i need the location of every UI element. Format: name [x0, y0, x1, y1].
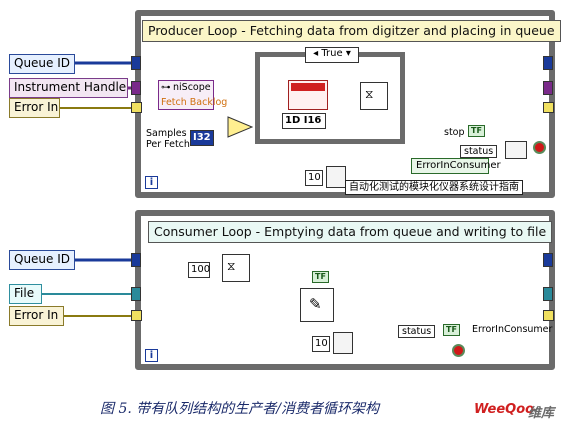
error-shift-register-out-2	[543, 310, 554, 321]
dequeue-icon: ⧖	[227, 259, 236, 273]
case-selector[interactable]: ◂ True ▾	[305, 47, 359, 63]
stop-label: stop	[444, 127, 465, 138]
error-shift-register-1	[131, 102, 142, 113]
stop-true-constant[interactable]: TF	[468, 125, 485, 137]
consumer-loop-title: Consumer Loop - Emptying data from queue…	[148, 221, 553, 243]
queue-id-control-1[interactable]: Queue ID	[9, 54, 75, 74]
status-true-constant[interactable]: TF	[443, 324, 460, 336]
niscope-property-node[interactable]: ⊶ niScope Fetch Backlog	[158, 80, 227, 110]
wait-ms-node-1	[326, 166, 346, 188]
case-selector-dropdown-icon: ▾	[345, 48, 351, 59]
status-label-1: status	[460, 145, 498, 158]
error-in-consumer-indicator-1: ErrorInConsumer	[411, 158, 501, 174]
queue-id-control-2[interactable]: Queue ID	[9, 250, 75, 270]
instrument-tunnel-out	[543, 81, 553, 95]
samples-per-fetch-control[interactable]: I32	[190, 130, 214, 146]
status-label-2: status	[398, 325, 436, 338]
queue-tunnel-2	[131, 253, 141, 267]
dtype-selector[interactable]: 1D I16	[282, 113, 326, 129]
file-control[interactable]: File	[9, 284, 42, 304]
fetch-node-header-icon	[291, 83, 325, 91]
consumer-true-constant[interactable]: TF	[312, 271, 329, 283]
niscope-label: niScope	[173, 82, 211, 93]
brand-logo: WeeQoo 维库	[474, 402, 582, 422]
instrument-handle-control[interactable]: Instrument Handle	[9, 78, 128, 98]
error-in-control-2[interactable]: Error In	[9, 306, 64, 326]
iteration-terminal-2: i	[145, 349, 158, 362]
producer-loop-title: Producer Loop - Fetching data from digit…	[142, 20, 561, 42]
write-to-file-node[interactable]: ✎	[300, 288, 334, 322]
queue-tunnel-1	[131, 56, 141, 70]
write-file-icon: ✎	[309, 295, 322, 313]
enqueue-icon: ⧖	[365, 87, 374, 101]
stop-condition-icon-2[interactable]	[452, 344, 465, 357]
watermark-text: 自动化测试的模块化仪器系统设计指南	[345, 180, 523, 195]
file-tunnel	[131, 287, 141, 301]
brand-logo-text-1: WeeQoo	[474, 402, 535, 417]
queue-tunnel-out-2	[543, 253, 553, 267]
figure-caption: 图 5. 带有队列结构的生产者/消费者循环架构	[100, 401, 379, 417]
dequeue-element-node[interactable]: ⧖	[222, 254, 250, 282]
error-shift-register-2	[131, 310, 142, 321]
case-selector-value: True	[321, 48, 343, 59]
brand-logo-text-2: 维库	[528, 406, 555, 421]
file-tunnel-out	[543, 287, 553, 301]
enqueue-element-node[interactable]: ⧖	[360, 82, 388, 110]
wait-ms-node-2	[333, 332, 353, 354]
niscope-icon: ⊶	[161, 82, 171, 93]
queue-tunnel-out-1	[543, 56, 553, 70]
wait-constant-2[interactable]: 10	[312, 336, 330, 352]
error-in-control-1[interactable]: Error In	[9, 98, 60, 118]
or-node-1	[505, 141, 527, 159]
fetch-backlog-label: Fetch Backlog	[161, 97, 228, 108]
instrument-tunnel	[131, 81, 141, 95]
error-in-consumer-indicator-2: ErrorInConsumer	[472, 324, 553, 335]
samples-per-fetch-label: Samples Per Fetch	[146, 128, 190, 150]
niscope-fetch-node[interactable]	[288, 80, 328, 110]
wait-constant-1[interactable]: 10	[305, 170, 323, 186]
less-than-node	[227, 116, 253, 138]
error-shift-register-out-1	[543, 102, 554, 113]
timeout-constant[interactable]: 100	[188, 262, 210, 278]
case-selector-left-icon: ◂	[313, 48, 319, 59]
iteration-terminal-1: i	[145, 176, 158, 189]
stop-condition-icon-1[interactable]	[533, 141, 546, 154]
